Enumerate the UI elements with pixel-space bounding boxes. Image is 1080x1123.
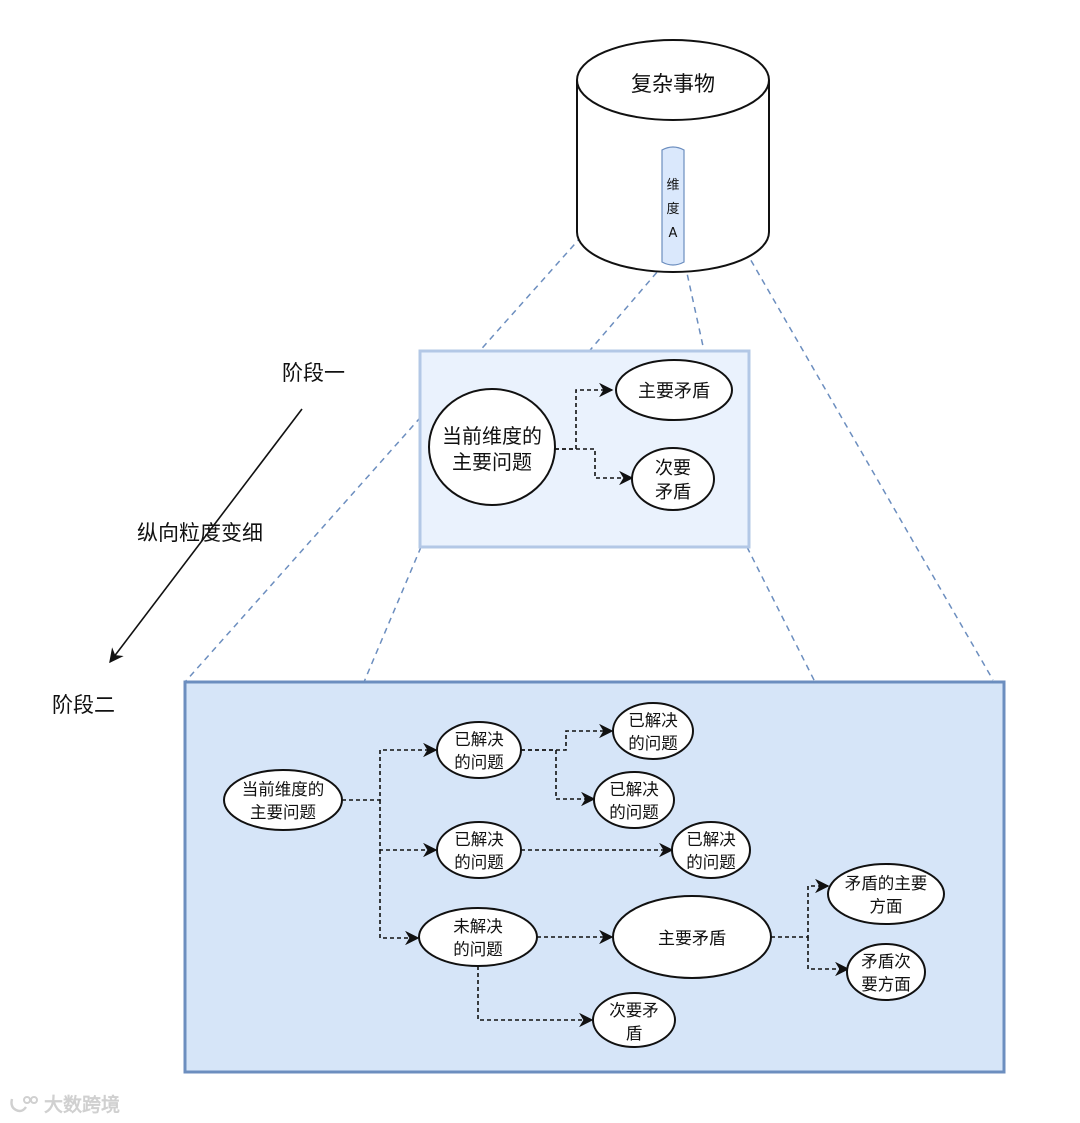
s2-solved1-line2: 的问题: [454, 753, 504, 772]
s2-unsolved-line2: 的问题: [453, 940, 503, 959]
s2-primary-main-node: 矛盾的主要 方面: [827, 863, 945, 925]
dimension-a-strip: 维 度 A: [661, 146, 685, 266]
watermark: 大数跨境: [8, 1090, 120, 1117]
s2-solved1b-line1: 已解决: [609, 780, 659, 799]
watermark-logo-icon: [10, 1095, 38, 1112]
s2-solved1-node: 已解决 的问题: [436, 721, 522, 779]
watermark-text: 大数跨境: [44, 1094, 121, 1116]
s2-solved2-node: 已解决 的问题: [436, 821, 522, 879]
s2-solved1b-line2: 的问题: [609, 803, 659, 822]
complex-thing-label: 复杂事物: [631, 72, 715, 96]
stage1-secondary-node: 次要 矛盾: [631, 447, 715, 511]
s2-solved1a-line1: 已解决: [628, 711, 678, 730]
stage1-main-line2: 主要问题: [452, 450, 532, 474]
stage1-secondary-line1: 次要: [655, 458, 691, 479]
s2-root-line1: 当前维度的: [242, 780, 325, 799]
s2-primary-node: 主要矛盾: [612, 895, 772, 979]
stage1-edges: [555, 382, 634, 486]
s2-unsolved-node: 未解决 的问题: [418, 907, 538, 967]
s2-solved2a-line1: 已解决: [686, 830, 736, 849]
s2-solved2-line1: 已解决: [454, 830, 504, 849]
granularity-label: 纵向粒度变细: [137, 521, 263, 545]
s2-solved1a-node: 已解决 的问题: [612, 702, 694, 760]
s2-primary-minor-node: 矛盾次 要方面: [846, 943, 926, 1001]
s2-secondary-line1: 次要矛: [609, 1001, 659, 1020]
s2-secondary-node: 次要矛 盾: [592, 992, 676, 1048]
s2-solved2a-node: 已解决 的问题: [671, 821, 751, 879]
dimension-a-label-2: 度: [666, 201, 679, 217]
s2-root-node: 当前维度的 主要问题: [223, 769, 343, 831]
s2-secondary-line2: 盾: [626, 1024, 643, 1043]
dimension-a-label-1: 维: [666, 178, 679, 193]
s2-primary-label: 主要矛盾: [658, 929, 726, 949]
stage1-primary-node: 主要矛盾: [615, 359, 733, 421]
s2-primary-minor-line1: 矛盾次: [861, 952, 911, 971]
stage1-secondary-line2: 矛盾: [655, 482, 691, 503]
s2-primary-minor-line2: 要方面: [861, 975, 911, 994]
s2-primary-main-line2: 方面: [870, 897, 903, 916]
s2-solved1b-node: 已解决 的问题: [593, 771, 675, 829]
stage1-main-node: 当前维度的 主要问题: [428, 388, 556, 506]
s2-primary-main-line1: 矛盾的主要: [845, 874, 928, 893]
stage1-primary-label: 主要矛盾: [638, 381, 710, 402]
stage1-main-line1: 当前维度的: [442, 424, 542, 448]
s2-solved1-line1: 已解决: [454, 730, 504, 749]
s2-root-line2: 主要问题: [250, 803, 316, 822]
stage2-edges: [342, 723, 850, 1028]
granularity-arrow: [109, 408, 303, 664]
s2-solved1a-line2: 的问题: [628, 734, 678, 753]
dimension-a-label-3: A: [669, 226, 678, 241]
s2-solved2-line2: 的问题: [454, 853, 504, 872]
s2-unsolved-line1: 未解决: [453, 917, 503, 936]
stage1-label: 阶段一: [282, 361, 345, 385]
stage2-label: 阶段二: [52, 693, 115, 717]
s2-solved2a-line2: 的问题: [686, 853, 736, 872]
